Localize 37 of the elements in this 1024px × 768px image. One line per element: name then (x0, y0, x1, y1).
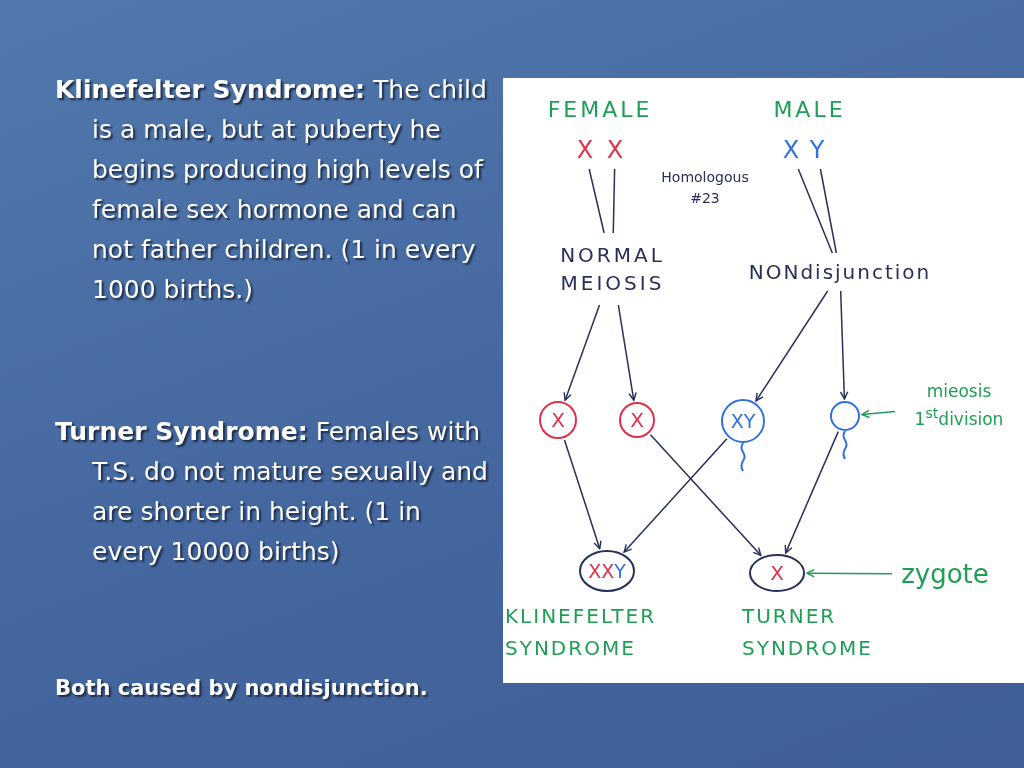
chromosome-letter: X (604, 136, 626, 166)
process-text: NONdisjunction (738, 256, 942, 288)
gamete-circle (538, 400, 578, 440)
arrow (649, 434, 762, 557)
chromosome-label: X (550, 407, 566, 433)
sperm-drawing (829, 400, 861, 462)
syndrome-label: TURNER SYNDROME (742, 603, 874, 662)
annotation-text: Homologous #23 (660, 168, 750, 208)
description-paragraph: Klinefelter Syndrome: The child is a male, but at puberty he begins producing high levels of female sex hormone and can not father children. (1 in every 1000 births.) (55, 74, 488, 306)
arrow (755, 290, 829, 402)
sex-label: MALE (772, 96, 847, 124)
description-paragraph: Turner Syndrome: Females with T.S. do not mature sexually and are shorter in height. (1 in every 10000 births) (55, 416, 489, 568)
annotation-text: zygote (895, 557, 995, 591)
arrow (623, 438, 728, 553)
process-text: NORMAL MEIOSIS (555, 236, 670, 302)
zygote-ellipse (748, 553, 806, 593)
chromosome-letter: X (780, 136, 802, 166)
syndrome-label: KLINEFELTER SYNDROME (505, 603, 658, 662)
arrow (563, 439, 602, 550)
chromosome-letter: X (574, 136, 596, 166)
chromosome-label: X (629, 407, 645, 433)
arrow (563, 304, 601, 401)
summary-note: Both caused by nondisjunction. (55, 675, 429, 702)
chromosome-label: XY (729, 408, 757, 434)
arrow (806, 568, 893, 578)
chromosome-label: XXY (587, 558, 627, 584)
arrow (839, 290, 849, 400)
sex-label: FEMALE (546, 96, 654, 124)
sperm-drawing (720, 398, 766, 474)
gamete-circle (618, 401, 656, 439)
arrow (861, 409, 896, 419)
arrow (784, 430, 839, 554)
arrow (617, 304, 637, 401)
annotation-text: mieosis 1$^{st}$division (898, 376, 1020, 436)
chromosome-letter: Y (806, 136, 828, 166)
zygote-ellipse (578, 549, 636, 593)
chromosome-label: X (769, 560, 785, 586)
